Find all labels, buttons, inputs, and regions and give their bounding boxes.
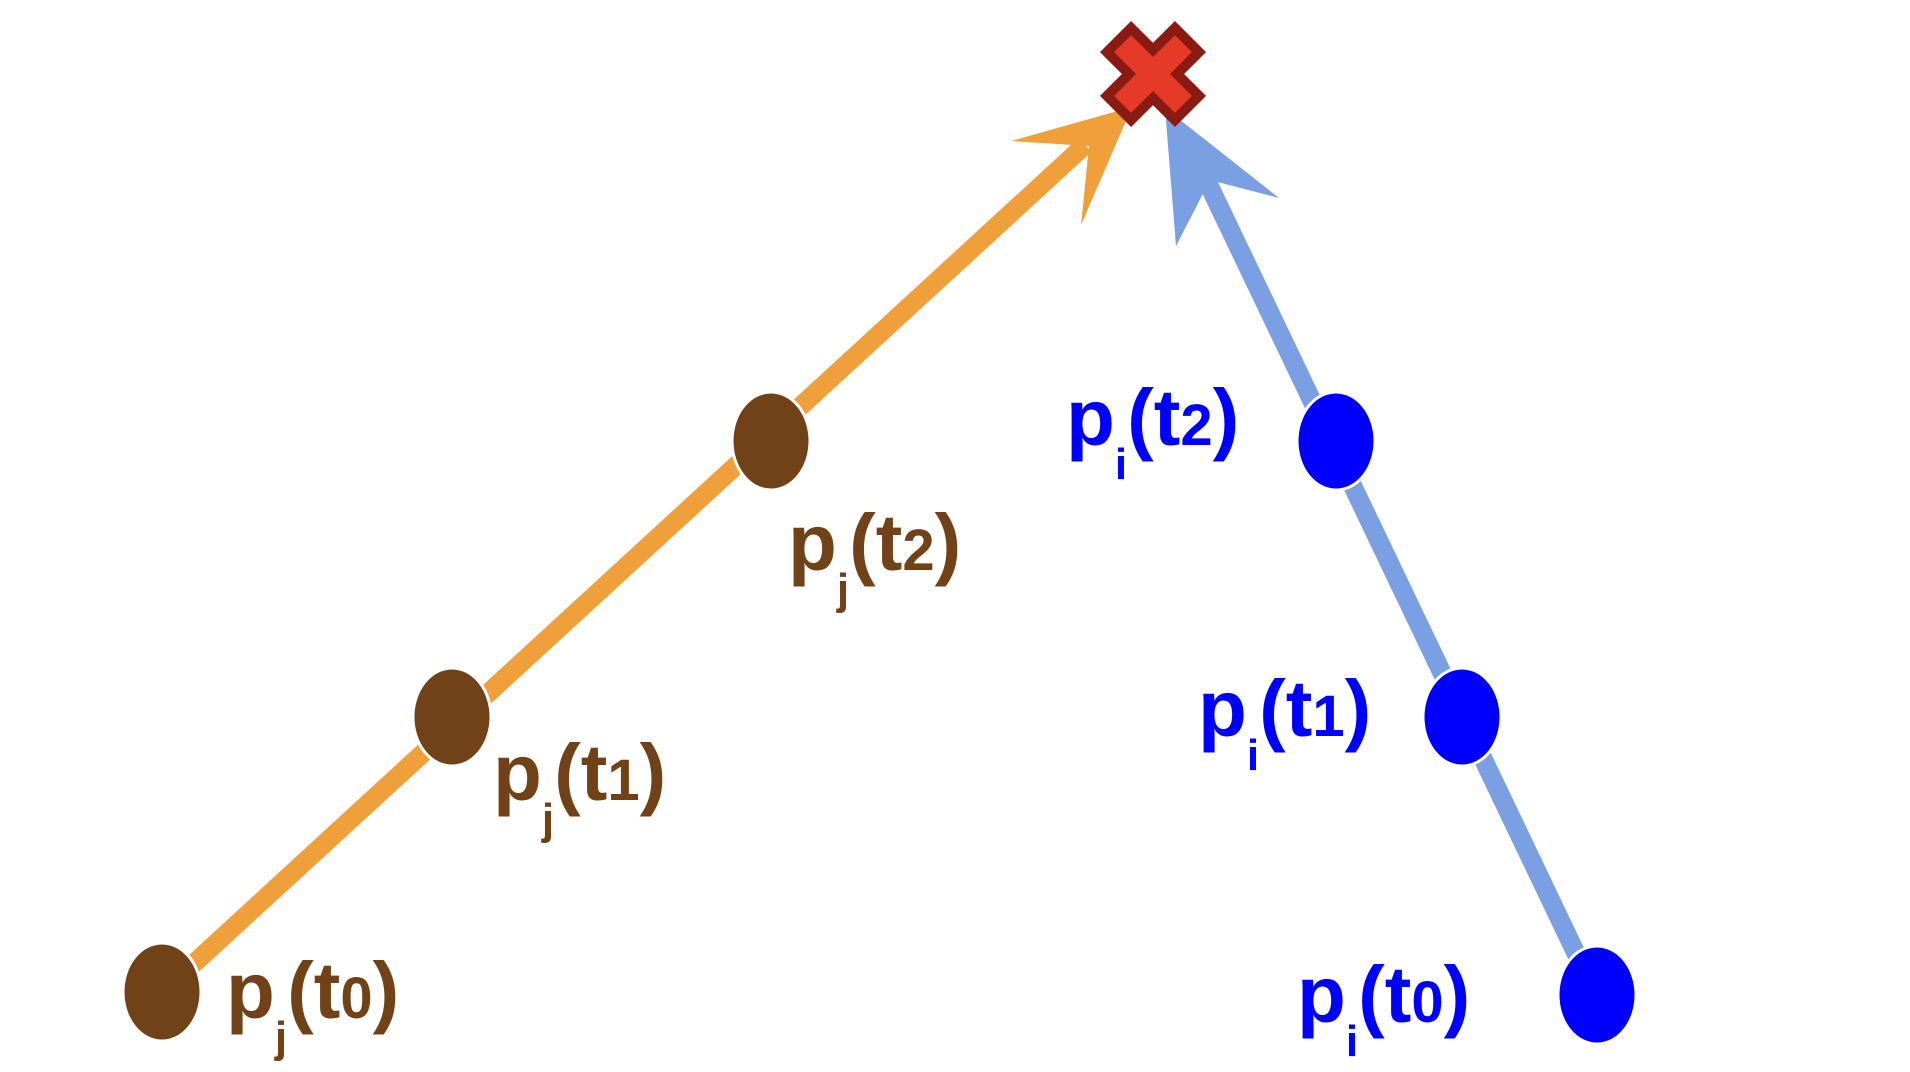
label-pj-t1: pj(t1): [493, 728, 666, 844]
trajectory-j-point-0: [121, 941, 203, 1043]
label-subscript: i: [1247, 731, 1259, 780]
label-base: p: [1198, 664, 1247, 753]
label-time-index: 0: [340, 966, 372, 1031]
label-time: t: [1286, 664, 1313, 753]
svg-text:pj(t1): pj(t1): [493, 728, 666, 844]
label-time: t: [1385, 950, 1412, 1039]
trajectory-j-arrowhead: [1011, 107, 1132, 225]
label-time-index: 1: [607, 748, 639, 813]
label-time: t: [581, 728, 608, 817]
label-subscript: j: [541, 795, 554, 844]
label-base: p: [493, 728, 542, 817]
label-time: t: [876, 498, 903, 587]
label-time: t: [1154, 373, 1181, 462]
label-time-index: 0: [1411, 970, 1443, 1035]
label-base: p: [788, 498, 837, 587]
trajectory-i: [1165, 108, 1638, 1046]
svg-text:pj(t2): pj(t2): [788, 498, 961, 614]
trajectory-i-point-2: [1295, 390, 1377, 492]
label-pj-t0: pj(t0): [226, 946, 399, 1062]
label-pj-t2: pj(t2): [788, 498, 961, 614]
trajectory-i-point-1: [1421, 666, 1503, 768]
trajectory-i-arrowhead: [1165, 108, 1279, 246]
trajectory-j-point-1: [411, 666, 493, 768]
label-subscript: j: [274, 1013, 287, 1062]
label-pi-t2: pi(t2): [1066, 373, 1239, 489]
label-pi-t1: pi(t1): [1198, 664, 1371, 780]
collision-x-icon: [1099, 20, 1207, 128]
label-subscript: j: [836, 565, 849, 614]
label-base: p: [1297, 950, 1346, 1039]
trajectory-j: [121, 107, 1132, 1043]
label-time-index: 2: [1180, 393, 1212, 458]
label-base: p: [1066, 373, 1115, 462]
svg-text:pi(t1): pi(t1): [1198, 664, 1371, 780]
label-base: p: [226, 946, 275, 1035]
label-subscript: i: [1346, 1017, 1358, 1066]
trajectory-j-line: [158, 138, 1092, 997]
svg-text:pj(t0): pj(t0): [226, 946, 399, 1062]
trajectory-i-line: [1196, 172, 1604, 998]
svg-text:pi(t0): pi(t0): [1297, 950, 1470, 1066]
trajectory-j-point-2: [730, 390, 812, 492]
label-time-index: 2: [902, 518, 934, 583]
label-time-index: 1: [1312, 684, 1344, 749]
label-pi-t0: pi(t0): [1297, 950, 1470, 1066]
svg-text:pi(t2): pi(t2): [1066, 373, 1239, 489]
label-subscript: i: [1115, 440, 1127, 489]
trajectory-i-point-0: [1556, 944, 1638, 1046]
label-time: t: [314, 946, 341, 1035]
